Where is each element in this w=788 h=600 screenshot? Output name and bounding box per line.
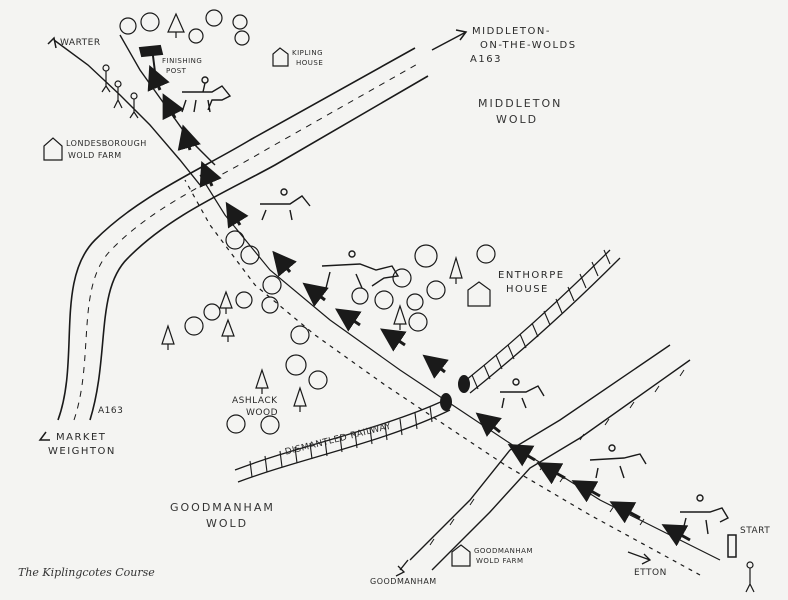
map-caption: The Kiplingcotes Course (18, 566, 155, 579)
label-ashlack-2: WOOD (246, 408, 278, 418)
goodmanham-road (399, 344, 691, 571)
label-market-weighton-2: WEIGHTON (48, 446, 116, 457)
arrow-goodmanham-icon (395, 565, 406, 577)
label-goodmanham: GOODMANHAM (370, 577, 437, 586)
buildings (43, 47, 491, 567)
grass-marks (429, 369, 685, 546)
conifer-trees (161, 12, 463, 412)
label-warter: WARTER (60, 38, 101, 48)
start-post-icon (727, 534, 737, 558)
label-kipling-house-2: HOUSE (296, 59, 324, 67)
label-londesborough-1: LONDESBOROUGH (66, 139, 147, 148)
label-goodmanham-wold-1: GOODMANHAM (170, 501, 275, 514)
railway-bridge (440, 375, 470, 411)
label-start: START (740, 526, 771, 536)
label-a163-top: A163 (470, 54, 502, 65)
label-ashlack-1: ASHLACK (232, 396, 278, 406)
label-middleton-wold-1: MIDDLETON (478, 97, 563, 110)
label-finishing-post-1: FINISHING (162, 57, 203, 65)
course-arrows (147, 64, 691, 547)
label-londesborough-2: WOLD FARM (68, 151, 122, 160)
label-a163-bottom: A163 (98, 406, 124, 416)
label-goodmanham-wold-2: WOLD (206, 517, 249, 530)
spectator-icons (101, 64, 755, 593)
label-goodmanham-farm-2: WOLD FARM (476, 557, 524, 565)
label-middleton-wold-2: WOLD (496, 113, 539, 126)
arrow-market-weighton-icon (38, 431, 50, 441)
label-middleton-1: MIDDLETON- (472, 26, 551, 37)
label-enthorpe-2: HOUSE (506, 284, 549, 295)
arrow-etton-icon (627, 551, 652, 565)
horse-rider-icons (181, 76, 729, 535)
label-enthorpe-1: ENTHORPE (498, 270, 565, 281)
label-goodmanham-farm-1: GOODMANHAM (474, 547, 533, 555)
trees (119, 9, 496, 435)
finishing-post-icon (138, 44, 164, 81)
arrow-warter-icon (47, 36, 57, 49)
railway-sleepers (249, 249, 611, 478)
label-kipling-house-1: KIPLING (292, 49, 324, 57)
label-market-weighton-1: MARKET (56, 432, 107, 443)
a163-road (57, 47, 429, 421)
label-finishing-post-2: POST (166, 67, 187, 75)
label-middleton-2: ON-THE-WOLDS (480, 40, 577, 51)
course-track (184, 174, 721, 576)
label-etton: ETTON (634, 568, 667, 578)
